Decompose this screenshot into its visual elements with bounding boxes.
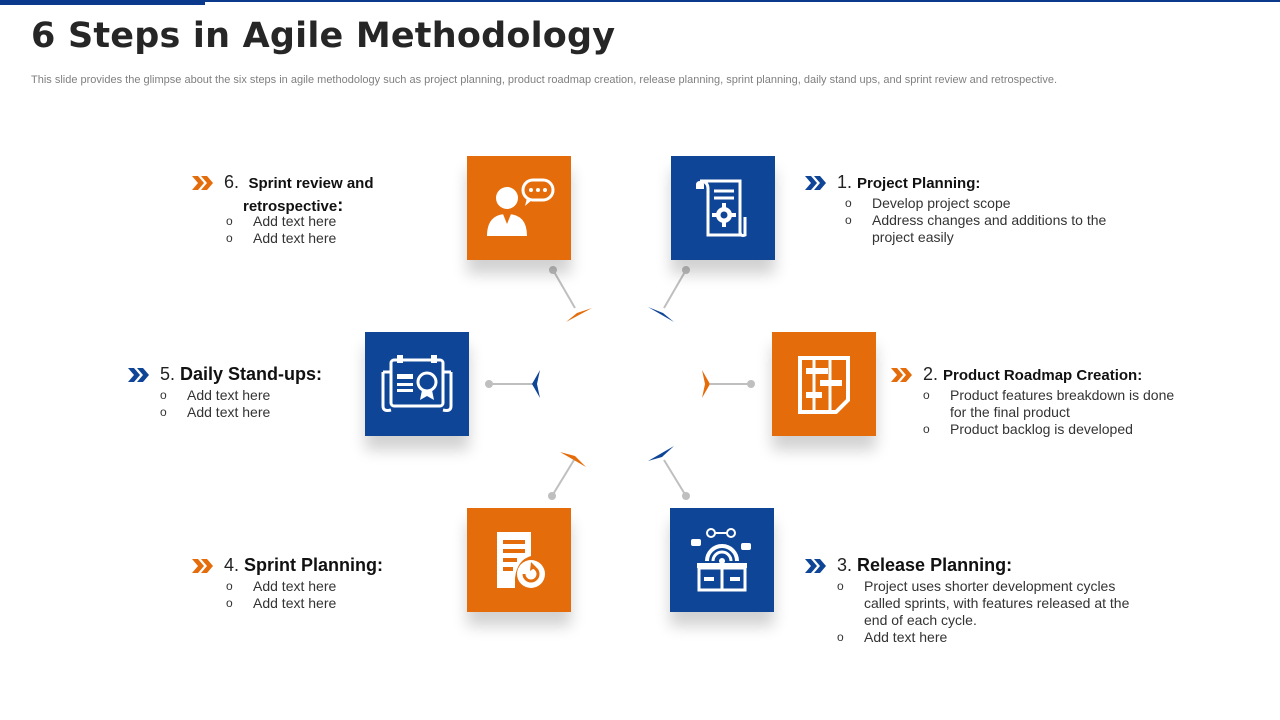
connector-3 [663, 459, 687, 497]
step-2-number: 2. [923, 364, 939, 384]
connector-6 [552, 269, 576, 309]
step-2-bullets: Product features breakdown is done for t… [923, 387, 1183, 438]
list-item: Add text here [160, 387, 322, 404]
step-6-text: 6. Sprint review and retrospective: Add … [192, 172, 374, 247]
step-4-heading: 4. Sprint Planning: [192, 555, 383, 576]
orange-chevron-icon [192, 176, 213, 190]
step-1-text: 1. Project Planning: Develop project sco… [805, 172, 1107, 246]
certificate-board-icon [381, 355, 453, 412]
list-item: Add text here [226, 213, 374, 230]
step-6-heading-colon: : [337, 195, 344, 215]
connector-dot-1 [682, 266, 690, 274]
step-1-heading-text: Project Planning: [857, 175, 981, 192]
page-title: 6 Steps in Agile Methodology [31, 16, 616, 56]
step-5-tile [365, 332, 469, 436]
document-refresh-icon [497, 532, 545, 588]
connector-dot-5 [485, 380, 493, 388]
step-2-tile [772, 332, 876, 436]
list-item: Develop project scope [845, 195, 1107, 212]
list-item: Add text here [226, 230, 374, 247]
step-4-bullets: Add text here Add text here [226, 578, 383, 612]
step-5-heading: 5. Daily Stand-ups: [128, 364, 322, 385]
step-3-tile [670, 508, 774, 612]
connector-1 [663, 269, 687, 309]
arrowhead-6 [566, 308, 592, 322]
top-border-line [0, 0, 1280, 2]
list-item: Add text here [837, 629, 1142, 646]
scroll-gear-icon [696, 179, 747, 237]
step-1-number: 1. [837, 172, 853, 192]
list-item: Add text here [226, 578, 383, 595]
arrowhead-5 [532, 370, 540, 398]
step-4-number: 4. [224, 555, 240, 575]
blue-chevron-icon [805, 559, 826, 573]
box-release-icon [691, 528, 751, 592]
step-6-bullets: Add text here Add text here [226, 213, 374, 247]
step-4-text: 4. Sprint Planning: Add text here Add te… [192, 555, 383, 612]
step-2-heading-text: Product Roadmap Creation: [943, 367, 1143, 384]
connector-dot-6 [549, 266, 557, 274]
step-5-heading-text: Daily Stand-ups: [180, 364, 323, 384]
step-3-number: 3. [837, 555, 853, 575]
step-3-text: 3. Release Planning: Project uses shorte… [805, 555, 1142, 646]
step-3-heading: 3. Release Planning: [805, 555, 1142, 576]
step-4-heading-text: Sprint Planning: [244, 555, 384, 575]
step-2-text: 2. Product Roadmap Creation: Product fea… [891, 364, 1183, 438]
list-item: Project uses shorter development cycles … [837, 578, 1142, 629]
list-item: Product features breakdown is done for t… [923, 387, 1183, 421]
arrowhead-3 [648, 446, 674, 461]
roadmap-board-icon [798, 356, 850, 414]
step-3-heading-text: Release Planning: [857, 555, 1013, 575]
step-1-heading: 1. Project Planning: [805, 172, 1107, 193]
orange-chevron-icon [192, 559, 213, 573]
orange-chevron-icon [891, 368, 912, 382]
person-speech-icon [487, 178, 555, 236]
step-1-bullets: Develop project scope Address changes an… [845, 195, 1107, 246]
step-5-bullets: Add text here Add text here [160, 387, 322, 421]
page-subtitle: This slide provides the glimpse about th… [31, 74, 1058, 86]
step-5-number: 5. [160, 364, 176, 384]
arrowhead-2 [702, 370, 710, 398]
list-item: Product backlog is developed [923, 421, 1183, 438]
list-item: Address changes and additions to the pro… [845, 212, 1107, 246]
step-3-bullets: Project uses shorter development cycles … [837, 578, 1142, 646]
step-5-text: 5. Daily Stand-ups: Add text here Add te… [128, 364, 322, 421]
connector-dot-2 [747, 380, 755, 388]
blue-chevron-icon [805, 176, 826, 190]
list-item: Add text here [160, 404, 322, 421]
step-6-heading-line2: retrospective [243, 198, 338, 215]
blue-chevron-icon [128, 368, 149, 382]
step-6-heading: 6. Sprint review and retrospective: [192, 172, 374, 216]
step-6-number: 6. [224, 172, 240, 192]
step-1-tile [671, 156, 775, 260]
connector-4 [551, 459, 575, 497]
arrowhead-1 [648, 307, 674, 322]
step-6-heading-line1: Sprint review and [248, 175, 374, 192]
arrowhead-4 [560, 452, 586, 467]
step-2-heading: 2. Product Roadmap Creation: [891, 364, 1183, 385]
connector-dot-4 [548, 492, 556, 500]
step-6-tile [467, 156, 571, 260]
list-item: Add text here [226, 595, 383, 612]
connector-dot-3 [682, 492, 690, 500]
top-accent-bar [0, 0, 205, 5]
step-4-tile [467, 508, 571, 612]
